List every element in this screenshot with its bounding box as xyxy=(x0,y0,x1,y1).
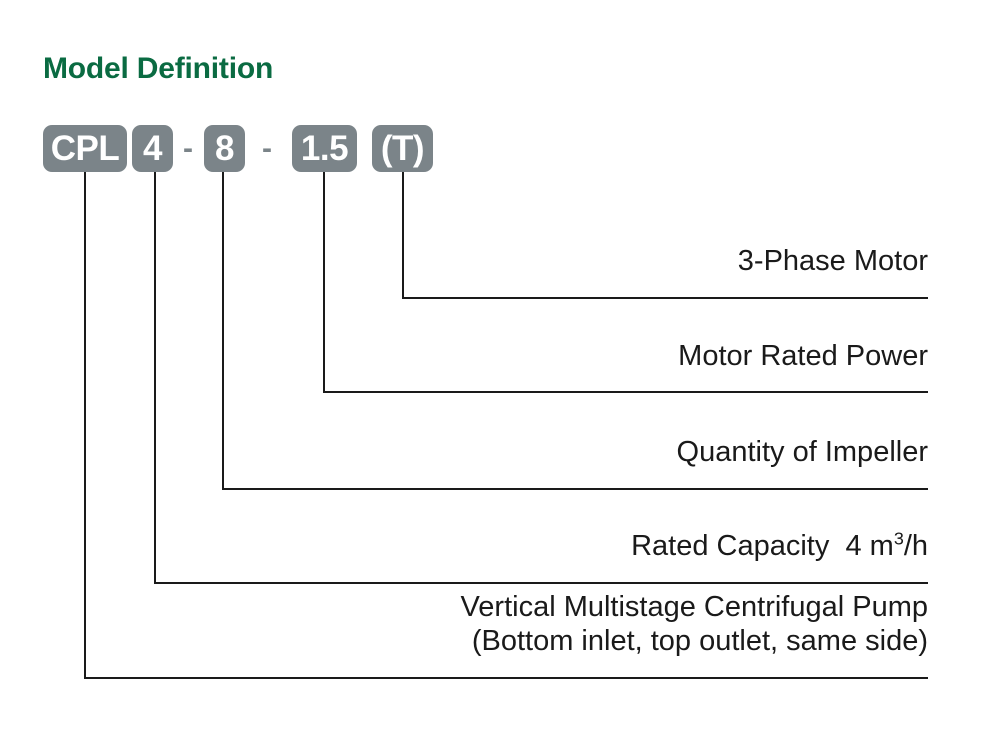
badge-stages[interactable]: 8 xyxy=(204,125,245,172)
capacity-value: 4 m xyxy=(845,530,894,562)
leader-line-capacity xyxy=(153,172,928,585)
code-separator-2: - xyxy=(262,132,272,165)
leader-line-stages xyxy=(221,172,928,491)
model-code-row: CPL 4 - 8 - 1.5 (T) xyxy=(0,0,1000,180)
callout-stages-text: Quantity of Impeller xyxy=(676,436,928,468)
leader-line-power xyxy=(322,172,928,394)
badge-power[interactable]: 1.5 xyxy=(292,125,357,172)
badge-series[interactable]: CPL xyxy=(43,125,127,172)
callout-series-line-1: Vertical Multistage Centrifugal Pump xyxy=(460,591,928,623)
callout-capacity: Rated Capacity 4 m3/h xyxy=(631,529,928,563)
capacity-exponent: 3 xyxy=(893,528,904,549)
badge-phase[interactable]: (T) xyxy=(372,125,433,172)
leader-line-series xyxy=(83,172,928,680)
badge-capacity[interactable]: 4 xyxy=(132,125,173,172)
callout-series-line-2: (Bottom inlet, top outlet, same side) xyxy=(471,625,928,657)
code-separator-1: - xyxy=(183,132,193,165)
capacity-label: Rated Capacity xyxy=(631,530,830,562)
leader-line-phase xyxy=(401,172,928,300)
callout-capacity-text: Rated Capacity 4 m3/h xyxy=(631,529,928,563)
callout-power-text: Motor Rated Power xyxy=(678,340,928,372)
callout-phase: 3-Phase Motor xyxy=(738,244,928,278)
callout-phase-text: 3-Phase Motor xyxy=(737,245,928,277)
callout-series: Vertical Multistage Centrifugal Pump (Bo… xyxy=(461,590,928,658)
callout-power: Motor Rated Power xyxy=(678,339,928,373)
page-title: Model Definition xyxy=(43,52,274,85)
capacity-unit-suffix: /h xyxy=(903,530,928,562)
callout-stages: Quantity of Impeller xyxy=(677,435,928,469)
